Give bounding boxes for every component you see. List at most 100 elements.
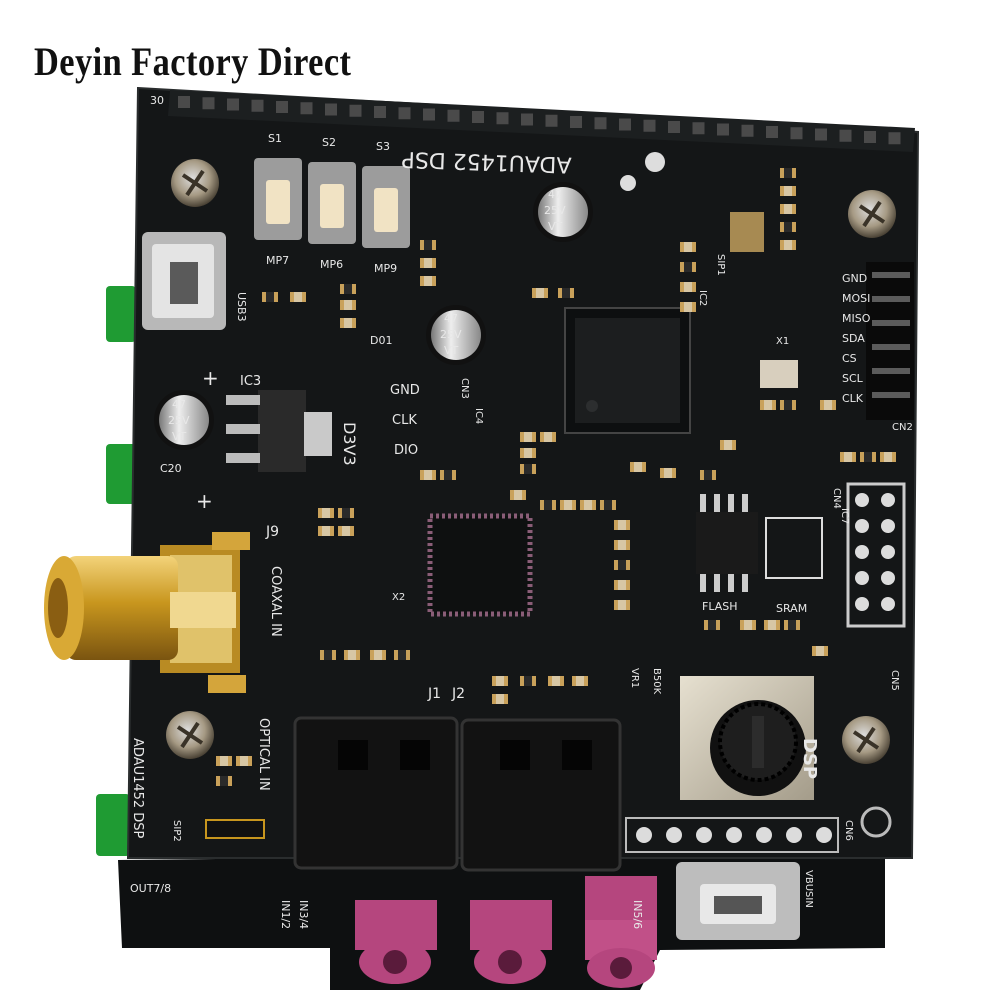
button-s1-label: S1 (268, 132, 282, 145)
smd-component (338, 508, 354, 518)
smd-component (344, 650, 360, 660)
smd-component (492, 676, 508, 686)
smd-component (420, 258, 436, 268)
header-pin (496, 112, 509, 125)
micro-usb-port-bottom (676, 862, 800, 940)
ic7-label: IC7 (839, 508, 850, 524)
voltage-regulator (226, 390, 332, 472)
smd-component (580, 500, 596, 510)
cn4-hole (855, 493, 869, 507)
plus-sign-1: + (202, 366, 219, 390)
cap3-value: 47 (172, 398, 186, 411)
smd-component (720, 440, 736, 450)
bottom-header-hole (666, 827, 682, 843)
smd-component (236, 756, 252, 766)
d01-label: D01 (370, 334, 392, 347)
smd-component (520, 464, 536, 474)
smd-component (420, 276, 436, 286)
cn4-hole (881, 493, 895, 507)
header-pin (374, 106, 386, 118)
smd-component (614, 520, 630, 530)
smd-component (290, 292, 306, 302)
bottom-header-hole (636, 827, 652, 843)
header-pin (766, 126, 778, 138)
cap2-voltage: 25V (440, 328, 462, 341)
ic3-marking: D3V3 (340, 422, 359, 466)
cn4-hole (881, 571, 895, 585)
smd-component (700, 470, 716, 480)
smd-component (600, 500, 616, 510)
smd-component (764, 620, 780, 630)
cn6-label: CN6 (843, 820, 854, 841)
out78-label: OUT7/8 (130, 882, 171, 895)
crystal-x1 (760, 360, 798, 388)
sip1-label: SIP1 (715, 254, 726, 276)
smd-component (370, 650, 386, 660)
smd-component (320, 650, 336, 660)
smd-component (820, 400, 836, 410)
smd-component (520, 432, 536, 442)
cn4-hole (855, 571, 869, 585)
header-pin (619, 118, 631, 131)
c20-label: C20 (160, 462, 182, 475)
cn3-dio: DIO (394, 443, 418, 458)
smd-component (840, 452, 856, 462)
header-pin (864, 131, 876, 143)
spi-pin-label: CS (842, 352, 857, 365)
receiver-chip (427, 513, 533, 617)
bottom-header-hole (726, 827, 742, 843)
top-silk-label: ADAU1452 DSP (401, 146, 572, 177)
smd-component (660, 468, 676, 478)
vbusin-label: VBUSIN (803, 870, 814, 908)
bottom-header-hole (696, 827, 712, 843)
cn4-hole (881, 545, 895, 559)
smd-component (548, 676, 564, 686)
button-s2-label: S2 (322, 136, 336, 149)
smd-component (216, 776, 232, 786)
right-silk-label: DSP (799, 738, 820, 779)
optical-in-label: OPTICAL IN (256, 718, 271, 791)
smd-component (780, 400, 796, 410)
smd-component (340, 318, 356, 328)
x1-label: X1 (776, 336, 789, 347)
b50k-label: B50K (651, 668, 662, 695)
button-sub-1: MP7 (266, 254, 289, 267)
button-sub-3: MP9 (374, 262, 397, 275)
j1-label: J1 (427, 686, 441, 702)
flash-label: FLASH (702, 600, 738, 613)
cn4-header (846, 482, 906, 628)
electrolytic-capacitors (154, 182, 593, 450)
cn4-hole (855, 519, 869, 533)
smd-component (740, 620, 756, 630)
smd-component (540, 500, 556, 510)
smd-component (340, 300, 356, 310)
smd-component (880, 452, 896, 462)
spi-pin-label: MOSI (842, 292, 870, 305)
smd-component (784, 620, 800, 630)
smd-component (614, 540, 630, 550)
cap3-suffix: VT (172, 430, 187, 443)
smd-component (572, 676, 588, 686)
smd-component (216, 756, 232, 766)
in12-label: IN1/2 (279, 900, 292, 929)
header-pin (447, 109, 460, 122)
header-pin (741, 124, 754, 137)
smd-component (614, 600, 630, 610)
smd-component (860, 452, 876, 462)
tantalum-cap (730, 212, 764, 252)
spi-pin-label: GND (842, 272, 867, 285)
cn3-gnd: GND (390, 383, 420, 398)
header-pin (888, 132, 901, 145)
smd-component (630, 462, 646, 472)
smd-component (780, 168, 796, 178)
ic2-label: IC2 (697, 290, 708, 306)
cap2-value: 47 (444, 312, 458, 325)
potentiometer-knob (680, 676, 814, 800)
silkscreen-labels: ADAU1452 DSP 30 S1 S2 S3 MP7 MP6 MP9 USB… (130, 94, 913, 929)
cap1-value: 47 (548, 188, 562, 201)
watermark-text: Deyin Factory Direct (34, 39, 352, 84)
header-pin (692, 122, 705, 135)
smd-component (780, 186, 796, 196)
header-pin (423, 108, 435, 121)
header-pin (325, 103, 337, 116)
